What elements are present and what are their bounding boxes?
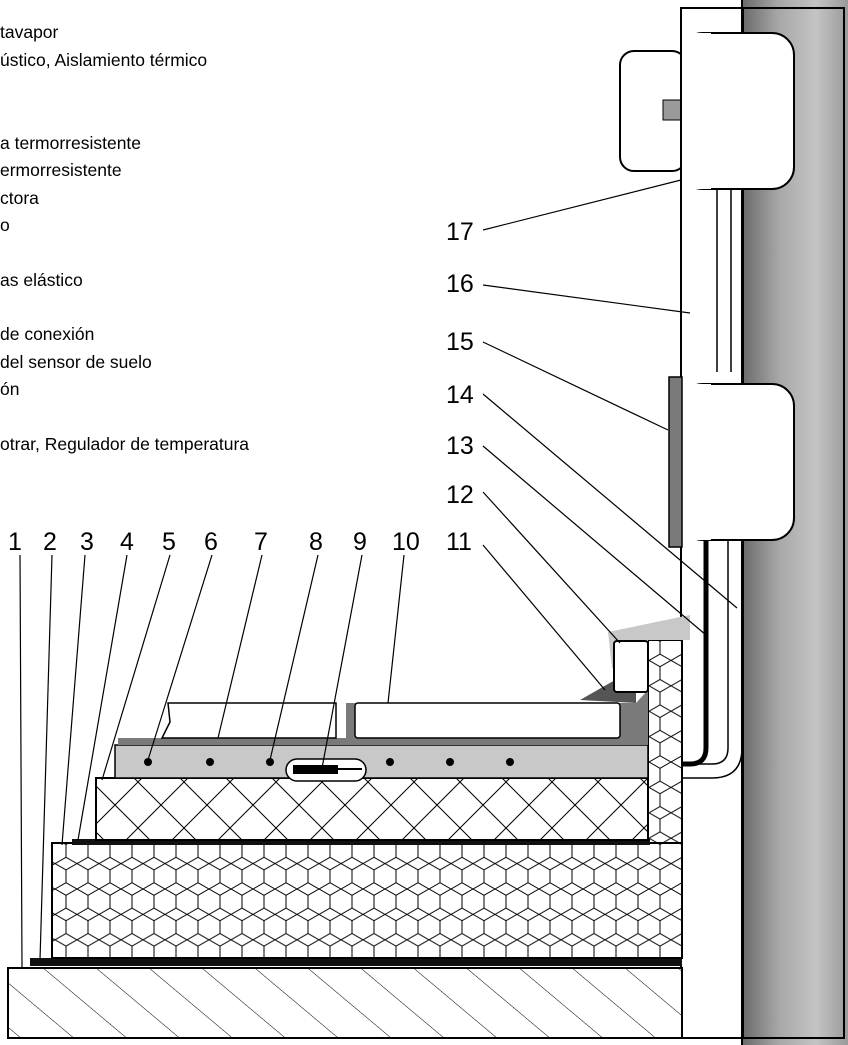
legend-line: ctora [0, 188, 39, 208]
legend-line: de conexión [0, 324, 95, 344]
label-7: 7 [254, 528, 268, 556]
legend-line: del sensor de suelo [0, 352, 152, 372]
side-number-labels: 17 16 15 14 13 12 [446, 218, 474, 509]
vapor-barrier [30, 958, 682, 966]
thermostat-front-plate [668, 376, 683, 548]
skirting-board [613, 640, 649, 693]
legend-line: a termorresistente [0, 133, 142, 153]
label-11: 11 [446, 528, 472, 556]
separating-foil [72, 839, 650, 845]
impact-sound-insulation [95, 777, 649, 841]
label-12: 12 [446, 481, 474, 509]
label-10: 10 [392, 528, 420, 556]
legend-line: ón [0, 379, 20, 399]
thermal-insulation [51, 842, 683, 959]
leader-lines [19, 179, 738, 969]
empty-conduit [716, 190, 732, 372]
legend-line: otrar, Regulador de temperatura [0, 434, 250, 454]
label-5: 5 [162, 528, 176, 556]
label-2: 2 [43, 528, 57, 556]
sensor-conduit [360, 541, 743, 779]
label-16: 16 [446, 270, 474, 298]
legend-line: o [0, 215, 10, 235]
floor-sensor [293, 765, 338, 774]
label-8: 8 [309, 528, 323, 556]
concrete-base [7, 967, 683, 1039]
label-4: 4 [120, 528, 134, 556]
label-15: 15 [446, 328, 474, 356]
label-14: 14 [446, 381, 474, 409]
heating-cable-dots [144, 758, 514, 766]
legend-line: tavapor [0, 22, 59, 42]
screed-layer [114, 744, 649, 779]
label-1: 1 [8, 528, 22, 556]
legend-line: ústico, Aislamiento térmico [0, 50, 208, 70]
label-17: 17 [446, 218, 474, 246]
legend-line: as elástico [0, 270, 83, 290]
label-9: 9 [353, 528, 367, 556]
connection-cable [508, 541, 709, 767]
bottom-number-labels: 1 2 3 4 5 6 7 8 9 10 11 [8, 528, 472, 556]
label-3: 3 [80, 528, 94, 556]
edge-insulation-strip [647, 639, 683, 844]
label-13: 13 [446, 432, 474, 460]
legend: tavapor ústico, Aislamiento térmico a te… [0, 0, 420, 470]
floor-tile-right [354, 702, 621, 739]
label-6: 6 [204, 528, 218, 556]
legend-line: ermorresistente [0, 160, 122, 180]
floor-tile-left [160, 702, 337, 739]
